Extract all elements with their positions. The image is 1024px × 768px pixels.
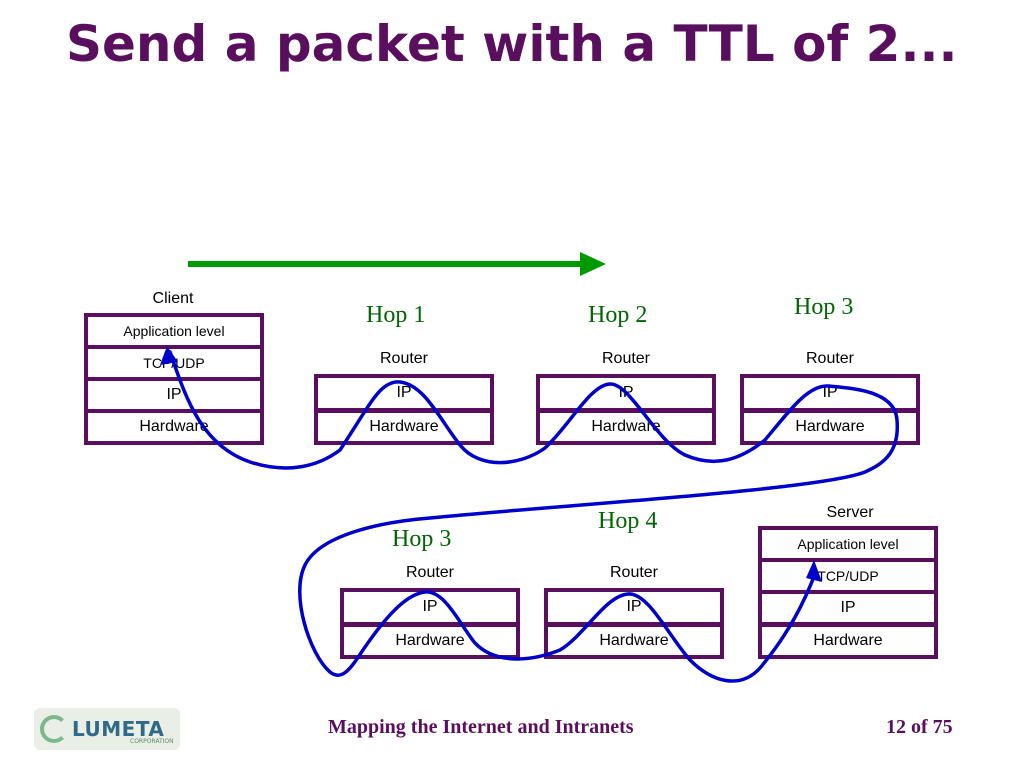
router-1-label: Router xyxy=(379,350,429,367)
client-hardware-layer: Hardware xyxy=(84,409,264,445)
page-current: 12 xyxy=(886,716,906,738)
router-2-hardware-layer: Hardware xyxy=(536,409,716,445)
logo-subtext: CORPORATION xyxy=(130,738,174,745)
client-transport-layer: TCP/UDP xyxy=(84,345,264,381)
router-5-label: Router xyxy=(609,564,659,581)
router-4-ip-layer: IP xyxy=(340,588,520,626)
router-5-hardware-layer: Hardware xyxy=(544,623,724,659)
client-ip-layer: IP xyxy=(84,377,264,413)
page-number: 12 of 75 xyxy=(886,716,953,739)
client-application-layer: Application level xyxy=(84,313,264,349)
router-3-hardware-layer: Hardware xyxy=(740,409,920,445)
server-application-layer: Application level xyxy=(758,526,938,562)
hop-3-bottom-label: Hop 3 xyxy=(392,526,452,552)
router-3-label: Router xyxy=(805,350,855,367)
router-4-hardware-layer: Hardware xyxy=(340,623,520,659)
hop-1-label: Hop 1 xyxy=(366,302,426,328)
router-2-ip-layer: IP xyxy=(536,374,716,412)
logo-text: LUMETA xyxy=(72,717,165,741)
router-3-ip-layer: IP xyxy=(740,374,920,412)
router-5-ip-layer: IP xyxy=(544,588,724,626)
router-1-hardware-layer: Hardware xyxy=(314,409,494,445)
server-hardware-layer: Hardware xyxy=(758,623,938,659)
page-of: of xyxy=(911,716,928,738)
slide-title: Send a packet with a TTL of 2... xyxy=(66,15,958,73)
hop-2-label: Hop 2 xyxy=(588,302,648,328)
server-ip-layer: IP xyxy=(758,590,938,626)
server-label: Server xyxy=(826,504,874,521)
client-label: Client xyxy=(152,290,194,307)
router-1-ip-layer: IP xyxy=(314,374,494,412)
router-2-label: Router xyxy=(601,350,651,367)
lumeta-logo-mark-icon xyxy=(40,715,68,743)
lumeta-logo: LUMETA CORPORATION xyxy=(34,708,180,750)
footer-title: Mapping the Internet and Intranets xyxy=(328,716,634,738)
server-transport-layer: TCP/UDP xyxy=(758,558,938,594)
page-total: 75 xyxy=(932,716,953,738)
hop-4-label: Hop 4 xyxy=(598,508,658,534)
hop-3-top-label: Hop 3 xyxy=(794,294,854,320)
router-4-label: Router xyxy=(405,564,455,581)
